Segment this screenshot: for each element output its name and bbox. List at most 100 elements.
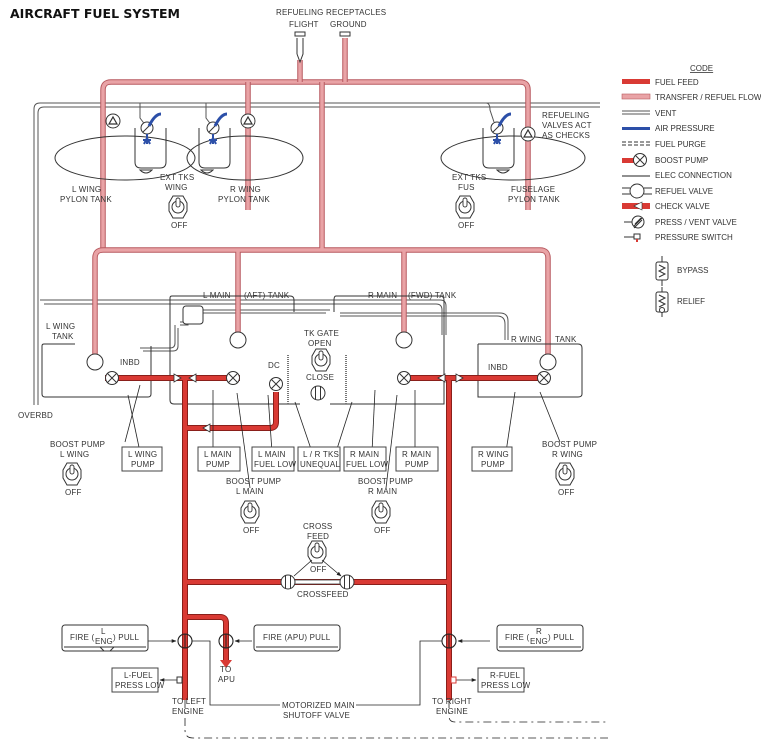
to-apu-label: TO (220, 665, 231, 674)
legend-label: BOOST PUMP (655, 156, 708, 165)
ext-tks-wing-label-2: WING (165, 183, 188, 192)
boost-r-wing-switch[interactable] (555, 462, 575, 486)
legend-item-pressure-switch: PRESSURE SWITCH (624, 233, 733, 242)
boost-l-wing-label-2: L WING (60, 450, 89, 459)
refueling-valves-note-3: AS CHECKS (542, 131, 590, 140)
l-main-pump-text: L MAIN (204, 450, 232, 459)
boost-r-wing-label-2: R WING (552, 450, 583, 459)
left-engine-shutoff-valve-icon (177, 633, 193, 649)
ground-receptacle-label: GROUND (330, 20, 367, 29)
boost-r-main-switch[interactable] (371, 500, 391, 524)
inbd-right-label: INBD (488, 363, 508, 372)
refuel-valve-icon (105, 113, 121, 129)
fire-left-eng-bottom: ENG (95, 637, 113, 646)
fire-handle-right-engine[interactable]: FIRE ( R ENG ) PULL (496, 624, 584, 652)
legend-item-boost-pump: BOOST PUMP (622, 153, 708, 167)
fire-apu-text: FIRE (APU) PULL (263, 633, 331, 642)
ground-receptacle-icon (339, 31, 351, 37)
legend-label: FUEL PURGE (655, 140, 706, 149)
motorized-valve-label-2: SHUTOFF VALVE (283, 711, 350, 720)
ext-tks-fus-label-2: FUS (458, 183, 475, 192)
crossfeed-valve-icon (339, 574, 355, 590)
crossfeed-switch-label-2: FEED (307, 532, 329, 541)
gate-ducts (287, 355, 347, 404)
l-wing-pump-text: L WING (128, 450, 157, 459)
transfer-lines (92, 38, 551, 362)
legend-label: CHECK VALVE (655, 202, 710, 211)
elec-connections (124, 384, 608, 739)
check-valves (173, 373, 464, 433)
r-wing-tank-label: R WING (511, 335, 542, 344)
apu-shutoff-valve-icon (218, 633, 234, 649)
ext-tks-wing-switch[interactable] (168, 195, 188, 219)
crossfeed-switch[interactable] (307, 540, 327, 564)
press-vent-valves (140, 112, 512, 145)
r-wing-pump-text-2: PUMP (481, 460, 505, 469)
to-right-engine-label-2: ENGINE (436, 707, 468, 716)
r-main-fuel-low-text-2: FUEL LOW (346, 460, 388, 469)
dc-pump-label: DC (268, 361, 280, 370)
l-wing-pylon-label-2: PYLON TANK (60, 195, 112, 204)
l-main-tank-label-2: (AFT) TANK (244, 291, 290, 300)
fire-left-suffix: ) PULL (113, 633, 139, 642)
tk-gate-switch[interactable] (311, 348, 331, 372)
fuselage-pylon-label: FUSELAGE (511, 185, 555, 194)
legend-item-vent: VENT (622, 109, 676, 118)
boost-l-main-switch[interactable] (240, 500, 260, 524)
boost-r-main-label-2: R MAIN (368, 487, 397, 496)
fire-left-prefix: FIRE ( (70, 633, 94, 642)
legend-item-elec-connection: ELEC CONNECTION (622, 171, 732, 180)
l-fuel-press-low-text: L-FUEL (124, 671, 153, 680)
r-wing-pump-text: R WING (478, 450, 509, 459)
tank-gate-valve-icon (310, 385, 326, 401)
tk-gate-label: TK GATE (304, 329, 339, 338)
to-left-engine-label-2: ENGINE (172, 707, 204, 716)
r-fuel-press-low-text-2: PRESS LOW (481, 681, 531, 690)
right-engine-shutoff-valve-icon (441, 633, 457, 649)
legend-item-bypass: BYPASS (655, 256, 708, 286)
l-main-fuel-low-text: L MAIN (258, 450, 286, 459)
r-fuel-press-low-text: R-FUEL (490, 671, 520, 680)
boost-l-wing-state: OFF (65, 488, 82, 497)
boost-l-wing-switch[interactable] (62, 462, 82, 486)
press-vent-valve-icon (206, 112, 228, 145)
legend: CODE FUEL FEED TRANSFER / REFUEL FLOW VE… (621, 64, 761, 317)
ext-tks-fus-switch[interactable] (455, 195, 475, 219)
fire-right-eng-bottom: ENG (530, 637, 548, 646)
press-vent-valve-icon (490, 112, 512, 145)
legend-item-fuel-feed: FUEL FEED (622, 78, 699, 87)
motorized-label-bg (280, 698, 356, 720)
press-vent-valve-icon (140, 112, 162, 145)
l-pressure-switch-icon (176, 676, 183, 684)
legend-label: PRESSURE SWITCH (655, 233, 733, 242)
l-main-pump-text-2: PUMP (206, 460, 230, 469)
vent-lines (33, 102, 600, 405)
refueling-receptacles-label: REFUELING RECEPTACLES (276, 8, 386, 17)
fire-handle-left-engine[interactable]: FIRE ( L ENG ) PULL (61, 624, 149, 652)
r-main-tank-label-2: (FWD) TANK (408, 291, 457, 300)
boost-r-wing-state: OFF (558, 488, 575, 497)
l-main-tank-label: L MAIN (203, 291, 231, 300)
to-right-engine-label: TO RIGHT (432, 697, 472, 706)
boost-pump-r-main-icon (397, 371, 411, 385)
boost-l-main-state: OFF (243, 526, 260, 535)
refueling-valves-note-2: VALVES ACT (542, 121, 592, 130)
crossfeed-switch-arrows (293, 559, 341, 576)
l-wing-tank-label-2: TANK (52, 332, 74, 341)
fire-right-prefix: FIRE ( (505, 633, 529, 642)
tk-gate-close-label: CLOSE (306, 373, 334, 382)
flight-receptacle-icon (294, 31, 306, 37)
legend-item-fuel-purge: FUEL PURGE (622, 140, 706, 149)
fuselage-pylon-label-2: PYLON TANK (508, 195, 560, 204)
boost-l-main-label: BOOST PUMP (226, 477, 281, 486)
legend-item-press-vent-valve: PRESS / VENT VALVE (624, 215, 737, 229)
fire-handle-apu[interactable]: FIRE (APU) PULL (253, 624, 341, 652)
lr-tks-unequal-text: L / R TKS (303, 450, 339, 459)
